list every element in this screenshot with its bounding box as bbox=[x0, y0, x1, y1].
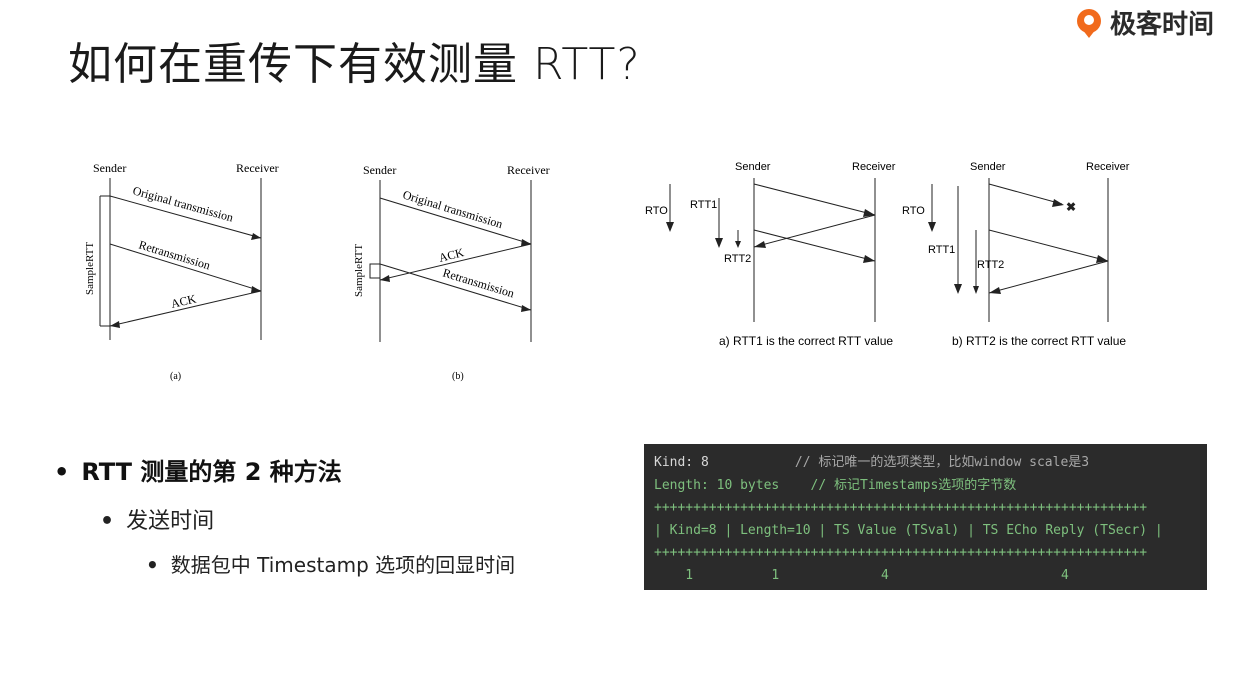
retransmission-label: Retransmission bbox=[137, 237, 212, 272]
bullet-level1: • RTT 测量的第 2 种方法 bbox=[54, 452, 342, 487]
code-border-top: ++++++++++++++++++++++++++++++++++++++++… bbox=[654, 500, 1148, 515]
timestamp-option-code-block: Kind: 8 // 标记唯一的选项类型，比如window scale是3 Le… bbox=[644, 444, 1207, 590]
code-line-length: Length: 10 bytes // 标记Timestamps选项的字节数 bbox=[654, 475, 1207, 498]
rtt1-label: RTT1 bbox=[928, 244, 955, 256]
caption-c: a) RTT1 is the correct RTT value bbox=[719, 334, 893, 348]
page-title: 如何在重传下有效测量 RTT? bbox=[68, 39, 641, 90]
bullet-level2-text: 发送时间 bbox=[126, 509, 215, 534]
retransmission-label: Retransmission bbox=[441, 265, 516, 300]
sender-label: Sender bbox=[735, 161, 771, 173]
rto-label: RTO bbox=[902, 205, 925, 217]
receiver-label: Receiver bbox=[1086, 161, 1130, 173]
code-kind-comment: // 标记唯一的选项类型，比如window scale是3 bbox=[794, 455, 1090, 470]
diagram-c: Sender Receiver RTO RTT1 RTT2 a) RTT1 is… bbox=[645, 161, 896, 348]
caption-b: (b) bbox=[452, 371, 464, 382]
caption-a: (a) bbox=[170, 371, 181, 382]
code-length-comment: // 标记Timestamps选项的字节数 bbox=[810, 477, 1017, 493]
bullet-level2: • 发送时间 bbox=[100, 503, 214, 535]
bullet-level3: • 数据包中 Timestamp 选项的回显时间 bbox=[146, 549, 515, 578]
diagram-d: Sender Receiver RTO RTT1 RTT2 ✖ b) RTT2 … bbox=[902, 161, 1130, 348]
code-border-bottom: ++++++++++++++++++++++++++++++++++++++++… bbox=[654, 545, 1148, 560]
bullet-level3-text: 数据包中 Timestamp 选项的回显时间 bbox=[170, 553, 516, 577]
code-sizes: 1 1 4 4 bbox=[654, 567, 1069, 583]
bullet-dot: • bbox=[146, 553, 159, 577]
original-transmission-label: Original transmission bbox=[131, 183, 235, 224]
lost-packet-icon: ✖ bbox=[1066, 200, 1076, 214]
code-line-kind: Kind: 8 // 标记唯一的选项类型，比如window scale是3 bbox=[654, 452, 1207, 475]
samplertt-label: SampleRTT bbox=[353, 244, 365, 297]
samplertt-label: SampleRTT bbox=[84, 242, 96, 295]
ack-label: ACK bbox=[437, 245, 465, 265]
brand-logo: 极客时间 bbox=[1074, 4, 1214, 41]
bullet-dot: • bbox=[54, 458, 70, 486]
rtt1-label: RTT1 bbox=[690, 199, 717, 211]
geektime-logo-icon bbox=[1076, 8, 1101, 38]
sender-label: Sender bbox=[93, 161, 126, 175]
diagram-b: Sender Receiver SampleRTT Original trans… bbox=[353, 163, 550, 382]
bullet-level1-text: RTT 测量的第 2 种方法 bbox=[81, 458, 342, 486]
sender-label: Sender bbox=[970, 161, 1006, 173]
code-fields: | Kind=8 | Length=10 | TS Value (TSval) … bbox=[654, 522, 1163, 538]
receiver-label: Receiver bbox=[852, 161, 896, 173]
rto-label: RTO bbox=[645, 205, 668, 217]
ack-label: ACK bbox=[170, 292, 198, 311]
diagram-a: Sender Receiver SampleRTT Original trans… bbox=[84, 161, 279, 382]
sender-label: Sender bbox=[363, 163, 396, 177]
receiver-label: Receiver bbox=[507, 163, 550, 177]
brand-name: 极客时间 bbox=[1109, 10, 1214, 40]
receiver-label: Receiver bbox=[236, 161, 279, 175]
rtt2-label: RTT2 bbox=[724, 253, 751, 265]
code-length: Length: 10 bytes bbox=[654, 477, 780, 493]
rtt2-label: RTT2 bbox=[977, 259, 1004, 271]
caption-d: b) RTT2 is the correct RTT value bbox=[952, 334, 1126, 348]
code-kind: Kind: 8 bbox=[654, 455, 709, 470]
bullet-dot: • bbox=[100, 509, 115, 534]
